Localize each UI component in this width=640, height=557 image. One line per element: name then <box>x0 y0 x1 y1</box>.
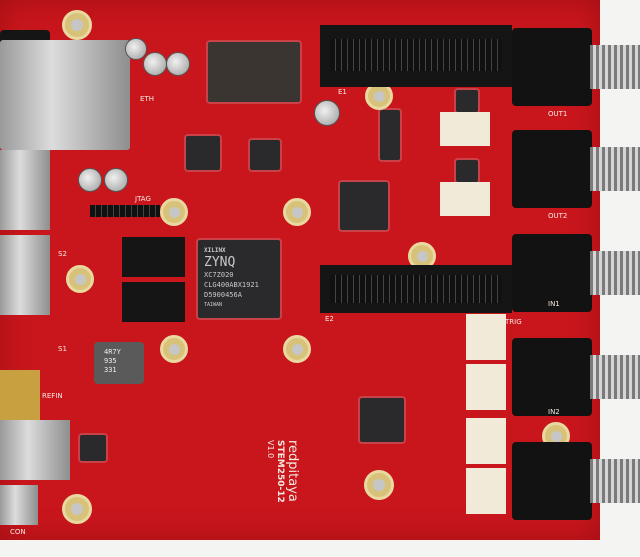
mounting-hole <box>160 198 188 226</box>
soc-vendor: XILINX <box>204 247 226 254</box>
in1-label: IN1 <box>548 300 560 308</box>
ddr-memory-chip <box>122 282 185 322</box>
eth-label: ETH <box>140 95 154 103</box>
ic-chip <box>360 398 404 442</box>
ddr-memory-chip <box>122 237 185 277</box>
zynq-soc: XILINX ZYNQ XC7Z020 CLG400ABX1921 D59004… <box>198 240 280 318</box>
soc-lot: D5900456A <box>204 291 242 299</box>
jtag-header[interactable] <box>90 205 160 217</box>
inductor-line: 331 <box>104 366 117 374</box>
mounting-hole <box>160 335 188 363</box>
transformer <box>440 182 490 216</box>
header-pins <box>330 39 502 71</box>
header-pins <box>330 275 502 303</box>
relay <box>466 364 506 410</box>
extension-header-e1[interactable] <box>320 25 512 87</box>
capacitor <box>78 168 102 192</box>
mounting-hole <box>66 265 94 293</box>
capacitor <box>143 52 167 76</box>
out2-label: OUT2 <box>548 212 568 220</box>
brand-block: redpitaya STEM250-12 V1.0 <box>266 440 300 550</box>
sma-out1[interactable] <box>512 28 592 106</box>
sma-thread <box>590 45 640 89</box>
inductor-line: 935 <box>104 357 117 365</box>
sma-trig[interactable] <box>512 234 592 312</box>
capacitor <box>166 52 190 76</box>
version-label: V1.0 <box>266 440 275 459</box>
transformer <box>440 112 490 146</box>
sma-thread <box>590 355 640 399</box>
e1-label: E1 <box>338 88 347 96</box>
usb-c-console[interactable] <box>0 485 38 525</box>
sma-thread <box>590 147 640 191</box>
sma-thread <box>590 459 640 503</box>
ic-chip <box>456 90 478 112</box>
model-label: STEM250-12 <box>275 440 285 503</box>
jtag-label: JTAG <box>135 195 151 203</box>
con-label: CON <box>10 528 26 536</box>
mounting-hole <box>283 335 311 363</box>
capacitor <box>125 38 147 60</box>
e2-label: E2 <box>325 315 334 323</box>
ic-chip <box>456 160 478 182</box>
refin-label: REFIN <box>42 392 63 400</box>
ic-chip <box>250 140 280 170</box>
brand-logo-text: redpitaya <box>285 440 300 502</box>
inductor-line: 4R7Y <box>104 348 121 356</box>
relay <box>466 418 506 464</box>
sma-out2[interactable] <box>512 130 592 208</box>
ic-chip <box>340 182 388 230</box>
ic-chip <box>80 435 106 461</box>
dcdc-module <box>208 42 300 102</box>
mounting-hole <box>62 494 92 524</box>
sma-in1[interactable] <box>512 338 592 416</box>
power-inductor: 4R7Y 935 331 <box>94 342 144 384</box>
capacitor <box>104 168 128 192</box>
trig-label: TRIG <box>505 318 522 326</box>
soc-name: ZYNQ <box>204 255 236 270</box>
ic-chip <box>186 136 220 170</box>
mounting-hole <box>62 10 92 40</box>
sma-thread <box>590 251 640 295</box>
sd-card-slot[interactable] <box>0 420 70 480</box>
out1-label: OUT1 <box>548 110 568 118</box>
usb-port-2[interactable] <box>0 235 50 315</box>
usb-port-1[interactable] <box>0 150 50 230</box>
sma-in2[interactable] <box>512 442 592 520</box>
soc-part: XC7Z020 <box>204 271 234 279</box>
ethernet-port[interactable] <box>0 40 130 150</box>
ic-chip <box>380 110 400 160</box>
in2-label: IN2 <box>548 408 560 416</box>
capacitor <box>314 100 340 126</box>
mounting-hole <box>283 198 311 226</box>
extension-header-e2[interactable] <box>320 265 512 313</box>
mounting-hole <box>364 470 394 500</box>
s1-label: S1 <box>58 345 67 353</box>
relay <box>466 468 506 514</box>
soc-origin: TAIWAN <box>204 302 223 308</box>
s2-label: S2 <box>58 250 67 258</box>
soc-package: CLG400ABX1921 <box>204 281 259 289</box>
relay <box>466 314 506 360</box>
refin-sma[interactable] <box>0 370 40 420</box>
